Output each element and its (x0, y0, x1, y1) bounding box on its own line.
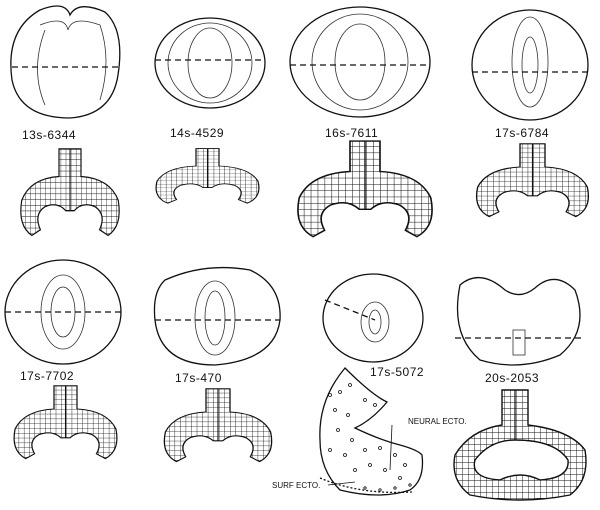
neural-fold (360, 301, 390, 343)
panel-label: 17s-5072 (370, 365, 424, 379)
panel-label: 17s-470 (175, 371, 222, 385)
panel-label: 17s-6784 (495, 126, 549, 140)
panel-17s-5072: 17s-5072 NEURAL ECTO. SURF ECTO. (272, 273, 467, 496)
panel-label: 14s-4529 (170, 126, 224, 140)
panel-17s-470: 17s-470 (153, 266, 281, 463)
embryo-outline (153, 266, 281, 366)
panel-13s-6344: 13s-6344 (10, 5, 121, 237)
neural-fold (37, 20, 107, 106)
surf-ecto-leader (327, 481, 356, 486)
embryo-outline (4, 259, 122, 365)
cross-section (297, 140, 433, 238)
panel-14s-4529: 14s-4529 (154, 17, 266, 204)
panel-label: 16s-7611 (325, 126, 378, 140)
cross-section (163, 388, 273, 463)
neural-tube (521, 36, 539, 94)
cross-section (475, 143, 590, 218)
panel-17s-7702: 17s-7702 (4, 259, 122, 460)
cellular-section-detail (319, 367, 424, 496)
neural-plate (334, 23, 386, 101)
panel-label: 13s-6344 (22, 128, 76, 142)
embryo-outline (471, 9, 589, 121)
neural-tube (512, 329, 526, 356)
section-plane-line (324, 299, 376, 321)
panel-20s-2053: 20s-2053 (453, 277, 587, 501)
neural-fold (511, 16, 549, 108)
embryo-outline (456, 277, 581, 366)
neural-fold (311, 13, 409, 111)
panel-17s-6784: 17s-6784 (471, 9, 590, 218)
neural-fold (167, 22, 253, 104)
cross-section (13, 385, 118, 460)
neural-tube (368, 309, 382, 335)
neural-ecto-leader (389, 424, 393, 471)
panel-label: 17s-7702 (20, 369, 74, 383)
cross-section (155, 148, 260, 204)
neural-fold (194, 280, 236, 356)
cross-section (453, 389, 587, 501)
neural-ecto-label: NEURAL ECTO. (408, 417, 467, 426)
panel-label: 20s-2053 (485, 371, 539, 385)
surf-ecto-label: SURF ECTO. (272, 481, 320, 490)
neural-plate (187, 27, 233, 99)
neural-tube (50, 286, 76, 338)
embryo-outline (289, 6, 431, 118)
embryo-outline (322, 273, 424, 363)
embryo-outline (154, 17, 266, 109)
neural-tube (204, 290, 226, 346)
embryo-outline (10, 5, 121, 119)
panel-16s-7611: 16s-7611 (289, 6, 433, 238)
cross-section (20, 148, 120, 237)
